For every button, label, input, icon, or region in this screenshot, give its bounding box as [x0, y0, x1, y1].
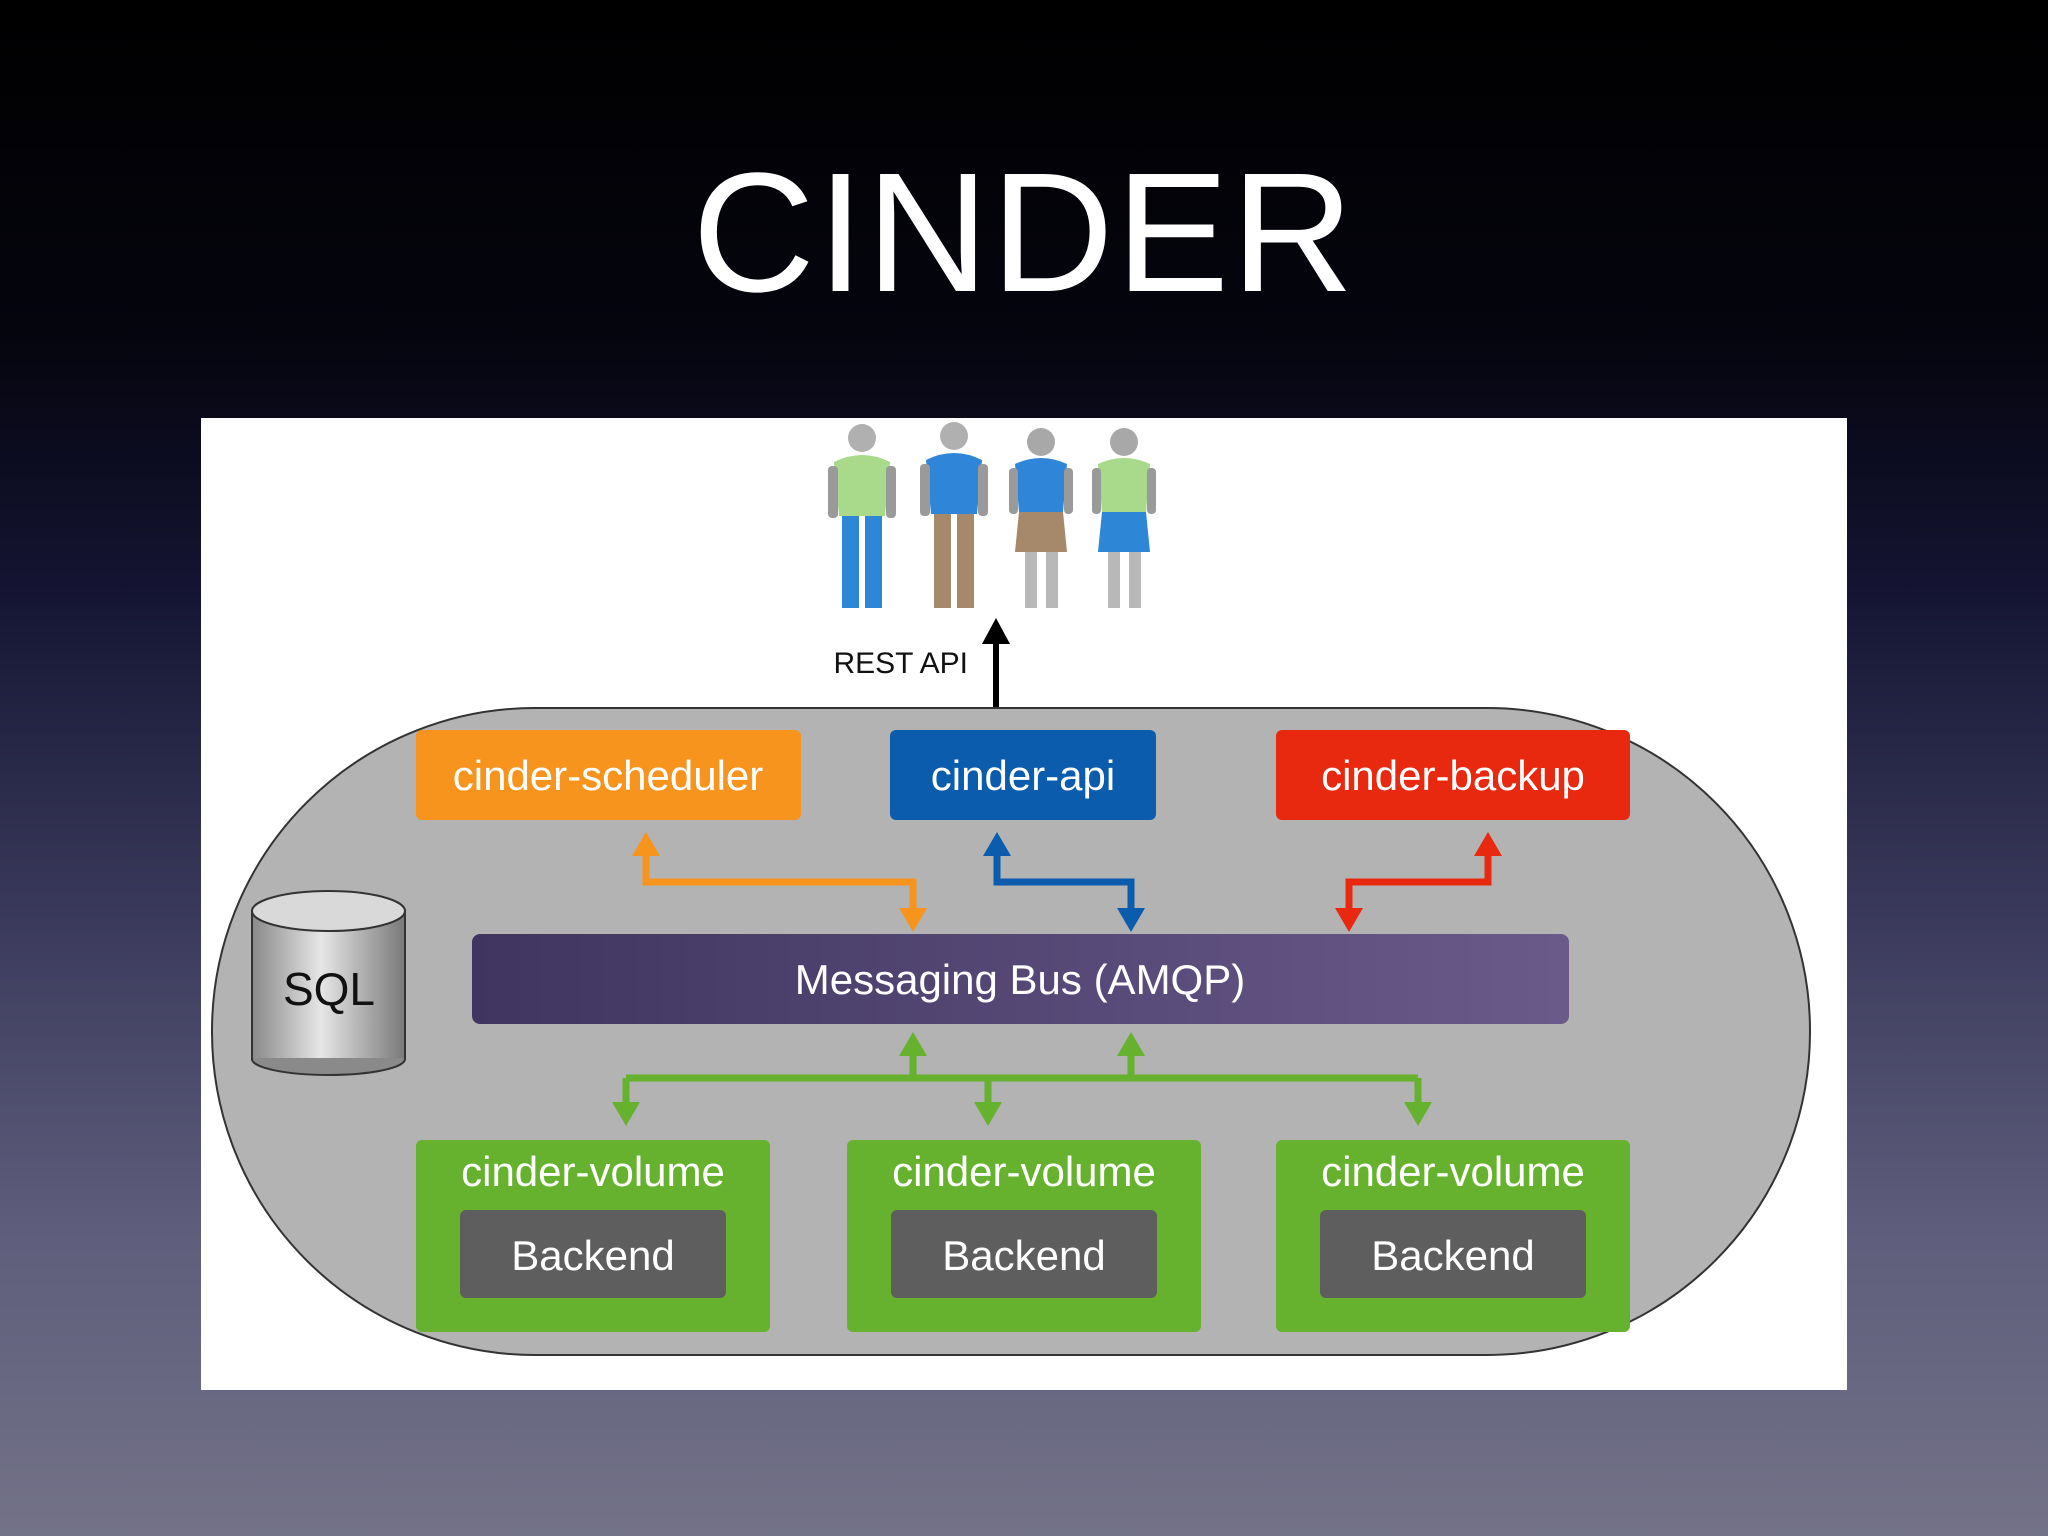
api-bus-connector — [993, 850, 1135, 914]
cinder-volume-label: cinder-volume — [892, 1148, 1156, 1195]
cinder-scheduler-label: cinder-scheduler — [453, 752, 764, 799]
messaging-bus-label: Messaging Bus (AMQP) — [795, 956, 1245, 1003]
user-icon — [828, 424, 896, 608]
backend-label: Backend — [511, 1232, 674, 1279]
cinder-volume-label: cinder-volume — [461, 1148, 725, 1195]
users-group — [828, 422, 1156, 608]
backup-bus-connector — [1345, 850, 1492, 914]
cinder-api-label: cinder-api — [931, 752, 1115, 799]
user-icon — [1009, 428, 1073, 608]
cinder-volume-node: cinder-volume Backend — [416, 1140, 770, 1332]
scheduler-bus-connector — [642, 850, 917, 914]
cinder-backup-box: cinder-backup — [1276, 730, 1630, 820]
backend-label: Backend — [942, 1232, 1105, 1279]
slide-title: CINDER — [692, 138, 1356, 328]
architecture-diagram: REST API SQL cinder-scheduler cinder-api — [201, 418, 1847, 1390]
cinder-volume-label: cinder-volume — [1321, 1148, 1585, 1195]
user-icon — [920, 422, 988, 608]
cinder-backup-label: cinder-backup — [1321, 752, 1585, 799]
rest-api-label: REST API — [833, 647, 968, 680]
messaging-bus: Messaging Bus (AMQP) — [472, 934, 1569, 1024]
cinder-volume-node: cinder-volume Backend — [847, 1140, 1201, 1332]
cinder-volume-node: cinder-volume Backend — [1276, 1140, 1630, 1332]
sql-database: SQL — [251, 890, 406, 1076]
cinder-scheduler-box: cinder-scheduler — [416, 730, 801, 820]
sql-label: SQL — [283, 963, 375, 1015]
backend-label: Backend — [1371, 1232, 1534, 1279]
user-icon — [1092, 428, 1156, 608]
cinder-api-box: cinder-api — [890, 730, 1156, 820]
